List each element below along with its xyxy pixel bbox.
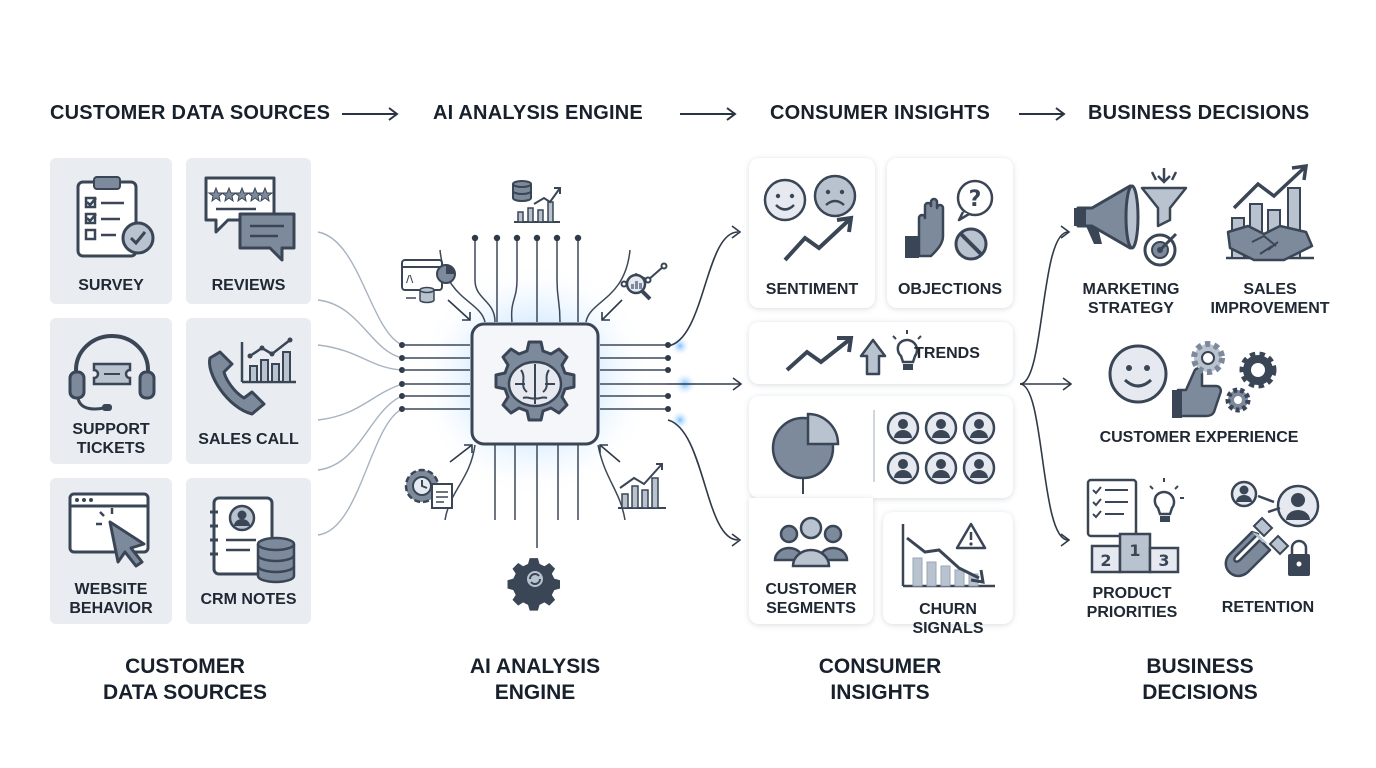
source-label: REVIEWS bbox=[211, 277, 286, 294]
bar-chart-trend-icon bbox=[618, 463, 666, 509]
handshake-growth-icon bbox=[1226, 163, 1314, 262]
decision-retention: RETENTION bbox=[1204, 598, 1332, 617]
insight-label: TRENDS bbox=[914, 345, 980, 362]
insight-label: OBJECTIONS bbox=[897, 281, 1002, 298]
insight-card-trends: TRENDS bbox=[749, 322, 1013, 384]
header-ai-analysis-engine: AI ANALYSIS ENGINE bbox=[433, 102, 643, 124]
customer-group-icon bbox=[773, 516, 849, 568]
ai-chip-brain-gear-icon bbox=[470, 322, 600, 446]
checklist-bulb-podium-icon: 2 1 3 bbox=[1086, 478, 1184, 574]
insight-card-churn-signals: CHURN SIGNALS bbox=[883, 512, 1013, 637]
decision-label: CUSTOMER EXPERIENCE bbox=[1099, 429, 1299, 446]
stop-hand-question-icon: ? bbox=[905, 179, 994, 261]
insight-card-customer-segments: CUSTOMER SEGMENTS bbox=[749, 498, 873, 624]
pie-chart-icon bbox=[771, 412, 840, 494]
megaphone-funnel-target-icon bbox=[1074, 168, 1188, 267]
source-label: TICKETS bbox=[76, 440, 146, 457]
footer-line: DATA SOURCES bbox=[102, 681, 268, 704]
trend-arrow-bulb-icon bbox=[785, 330, 922, 376]
svg-text:?: ? bbox=[969, 187, 982, 212]
header-customer-data-sources: CUSTOMER DATA SOURCES bbox=[50, 102, 331, 124]
header-arrow-icon bbox=[680, 107, 737, 121]
database-chart-icon bbox=[512, 180, 561, 223]
insight-label: SENTIMENT bbox=[765, 281, 859, 298]
source-card-survey: SURVEY bbox=[50, 158, 172, 304]
dashboard-pie-database-icon: /\ bbox=[401, 259, 456, 304]
card-divider bbox=[873, 410, 875, 482]
source-label: BEHAVIOR bbox=[69, 600, 153, 617]
header-arrow-icon bbox=[342, 107, 399, 121]
svg-text:/\: /\ bbox=[406, 274, 414, 285]
insight-label: SEGMENTS bbox=[766, 600, 856, 617]
source-card-crm-notes: CRM NOTES bbox=[186, 478, 311, 624]
source-label: CRM NOTES bbox=[200, 591, 297, 608]
source-card-support-tickets: SUPPORT TICKETS bbox=[50, 318, 172, 464]
footer-line: DECISIONS bbox=[1142, 681, 1258, 704]
source-card-website-behavior: WEBSITE BEHAVIOR bbox=[50, 478, 172, 624]
happy-sad-trend-icon bbox=[763, 174, 857, 262]
header-business-decisions: BUSINESS DECISIONS bbox=[1088, 102, 1310, 124]
source-card-reviews: REVIEWS bbox=[186, 158, 311, 304]
source-label: SALES CALL bbox=[198, 431, 299, 448]
footer-line: CUSTOMER bbox=[125, 655, 245, 678]
source-card-sales-call: SALES CALL bbox=[186, 318, 311, 464]
review-speech-bubbles-icon bbox=[204, 176, 296, 262]
headset-ticket-icon bbox=[68, 334, 156, 411]
source-label: WEBSITE bbox=[74, 581, 148, 598]
footer-ai-analysis-engine: AI ANALYSIS ENGINE bbox=[430, 654, 640, 706]
source-label: SURVEY bbox=[78, 277, 144, 294]
browser-cursor-icon bbox=[68, 492, 150, 568]
podium-third-label: 3 bbox=[1158, 551, 1169, 570]
footer-line: ENGINE bbox=[494, 681, 576, 704]
phone-chart-icon bbox=[208, 337, 296, 416]
insight-label: CHURN SIGNALS bbox=[912, 601, 984, 637]
footer-consumer-insights: CONSUMER INSIGHTS bbox=[780, 654, 980, 706]
footer-customer-data-sources: CUSTOMER DATA SOURCES bbox=[70, 654, 300, 706]
insight-card-objections: ? OBJECTIONS bbox=[887, 158, 1013, 308]
magnifier-analytics-icon bbox=[620, 262, 668, 301]
magnet-customers-lock-icon bbox=[1224, 480, 1320, 578]
happy-thumbs-gears-icon bbox=[1108, 341, 1277, 418]
decision-label: STRATEGY bbox=[1088, 300, 1174, 317]
footer-line: CONSUMER bbox=[818, 655, 942, 678]
clipboard-checklist-icon bbox=[76, 176, 155, 258]
decision-product: PRODUCT PRIORITIES bbox=[1072, 584, 1192, 622]
decision-label: RETENTION bbox=[1221, 599, 1315, 616]
decision-label: IMPROVEMENT bbox=[1210, 300, 1330, 317]
processing-gear-icon bbox=[507, 558, 561, 611]
footer-line: INSIGHTS bbox=[830, 681, 930, 704]
people-grid-icon bbox=[886, 411, 996, 485]
podium-first-label: 1 bbox=[1129, 541, 1140, 560]
footer-line: AI ANALYSIS bbox=[469, 655, 601, 678]
insight-card-segments-top bbox=[749, 396, 1013, 498]
insight-label: CUSTOMER bbox=[765, 581, 857, 598]
decision-label: PRODUCT bbox=[1092, 585, 1172, 602]
decision-label: PRIORITIES bbox=[1086, 604, 1178, 621]
insight-card-sentiment: SENTIMENT bbox=[749, 158, 875, 308]
footer-business-decisions: BUSINESS DECISIONS bbox=[1100, 654, 1300, 706]
decision-cx: CUSTOMER EXPERIENCE bbox=[1086, 428, 1312, 447]
declining-chart-warning-icon bbox=[901, 522, 995, 588]
decision-label: MARKETING bbox=[1082, 281, 1180, 298]
decision-marketing: MARKETING STRATEGY bbox=[1066, 280, 1196, 318]
header-consumer-insights: CONSUMER INSIGHTS bbox=[770, 102, 991, 124]
podium-second-label: 2 bbox=[1100, 551, 1111, 570]
header-arrow-icon bbox=[1019, 107, 1066, 121]
decision-label: SALES bbox=[1243, 281, 1297, 298]
gear-clock-doc-icon bbox=[404, 468, 453, 509]
contact-database-icon bbox=[210, 496, 296, 584]
footer-line: BUSINESS bbox=[1146, 655, 1254, 678]
decision-sales: SALES IMPROVEMENT bbox=[1204, 280, 1336, 318]
source-label: SUPPORT bbox=[72, 421, 150, 438]
